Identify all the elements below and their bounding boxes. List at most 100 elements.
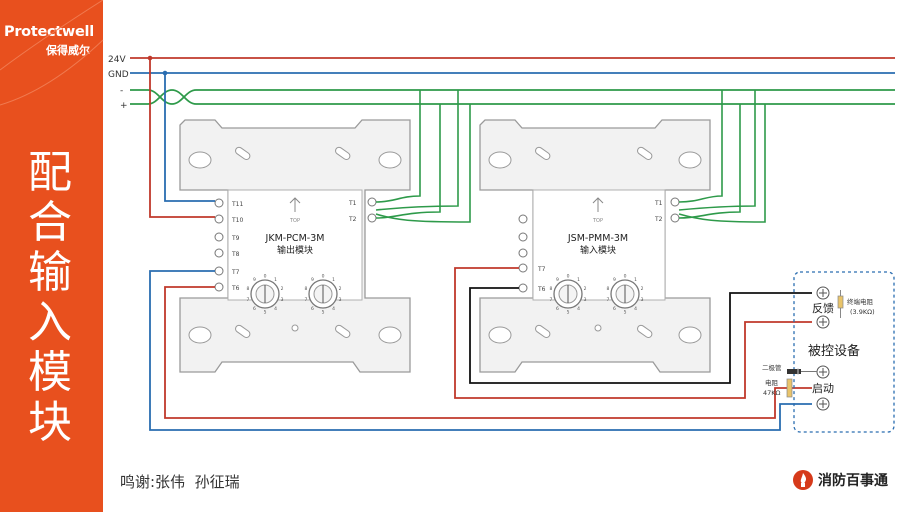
- wire-gnd-T11: [164, 73, 215, 202]
- wire-T1-bus: [678, 90, 756, 211]
- mount-slot: [637, 146, 653, 160]
- terminal-T10[interactable]: T10: [214, 214, 243, 224]
- start-terminal-bottom[interactable]: [816, 397, 830, 411]
- dial-number: 4: [274, 306, 277, 312]
- dial-number: 3: [339, 297, 342, 303]
- terminal-T6[interactable]: T6: [518, 283, 546, 293]
- terminal-T7[interactable]: T7: [214, 266, 240, 276]
- module-model: JSM-PMM-3M: [567, 233, 628, 244]
- dial-number: 7: [246, 297, 249, 303]
- dial-number: 8: [549, 286, 552, 292]
- feedback-terminal-top[interactable]: [816, 286, 830, 300]
- terminal-label: T1: [348, 200, 357, 207]
- terminal-label: T7: [231, 269, 240, 276]
- terminal-label: T10: [231, 217, 243, 224]
- wire-T2-bus: [678, 104, 741, 219]
- dial-number: 2: [281, 286, 284, 292]
- wire-T6-start: [164, 286, 812, 419]
- dial-number: 5: [567, 310, 570, 316]
- mount-slot: [335, 146, 351, 160]
- dial-number: 0: [567, 274, 570, 280]
- address-dial[interactable]: 0 12 34 5 67 89: [246, 274, 283, 316]
- feedback-label: 反馈: [812, 302, 834, 315]
- dial-number: 5: [264, 310, 267, 316]
- dial-number: 7: [304, 297, 307, 303]
- credits: 鸣谢:张伟 孙征瑞: [120, 473, 240, 491]
- dial-number: 6: [253, 306, 256, 312]
- feedback-terminal-bottom[interactable]: [816, 315, 830, 329]
- terminal-T11[interactable]: T11: [214, 198, 243, 208]
- dial-number: 6: [311, 306, 314, 312]
- terminal-label: T7: [537, 266, 546, 273]
- terminal-T8[interactable]: T8: [214, 248, 240, 258]
- top-arrow-icon: [592, 197, 604, 204]
- terminal-T9[interactable]: T9: [214, 232, 240, 242]
- terminal-label: T6: [537, 286, 546, 293]
- top-label: TOP: [289, 218, 300, 224]
- terminal-T6[interactable]: T6: [214, 282, 240, 292]
- dial-number: 1: [274, 277, 277, 283]
- dial-number: 3: [281, 297, 284, 303]
- bus-label-minus: -: [120, 86, 123, 96]
- terminal-label: T2: [654, 216, 663, 223]
- mount-hole: [188, 151, 212, 169]
- top-arrow-icon: [289, 197, 301, 204]
- diode-icon: [787, 369, 801, 374]
- wire-T2-bus: [375, 104, 471, 223]
- dial-number: 5: [322, 310, 325, 316]
- resistor-value: 47KΩ: [763, 389, 781, 397]
- resistor-label: 电阻: [765, 378, 779, 387]
- fire-logo-icon: [793, 470, 813, 490]
- mount-hole: [678, 151, 702, 169]
- dial-number: 8: [606, 286, 609, 292]
- dial-number: 0: [322, 274, 325, 280]
- brand-logo-cn: 保得威尔: [46, 44, 90, 57]
- dial-number: 0: [264, 274, 267, 280]
- dial-number: 7: [549, 297, 552, 303]
- mount-slot: [235, 324, 251, 338]
- dial-number: 0: [624, 274, 627, 280]
- dial-number: 2: [339, 286, 342, 292]
- dial-number: 2: [641, 286, 644, 292]
- mount-slot: [235, 146, 251, 160]
- decor-arc: [0, 0, 104, 71]
- terminal-label: T11: [231, 201, 243, 208]
- terminal-label: T2: [348, 216, 357, 223]
- start-terminal-top[interactable]: [816, 365, 830, 379]
- terminal-T7[interactable]: T7: [518, 263, 546, 273]
- dial-number: 1: [577, 277, 580, 283]
- terminal-T1[interactable]: T1: [348, 197, 377, 207]
- module-name: 输入模块: [580, 244, 616, 256]
- slide-title: 配合输入模块: [28, 147, 72, 448]
- eol-resistor-icon: [837, 295, 844, 309]
- diode-label: 二极管: [762, 363, 782, 372]
- dial-number: 7: [606, 297, 609, 303]
- dial-number: 6: [613, 306, 616, 312]
- wire-T7-feedback: [454, 267, 812, 399]
- dial-number: 9: [253, 277, 256, 283]
- module-model: JKM-PCM-3M: [265, 233, 325, 244]
- wire-T2-bus: [678, 104, 766, 223]
- wire-T1-bus: [375, 90, 421, 203]
- terminal-T1[interactable]: T1: [654, 197, 680, 207]
- terminal-unused: [518, 232, 528, 242]
- dial-number: 6: [556, 306, 559, 312]
- terminal-unused: [518, 248, 528, 258]
- bus-label-gnd: GND: [108, 70, 129, 80]
- dial-number: 8: [246, 286, 249, 292]
- dial-number: 4: [332, 306, 335, 312]
- controlled-device-box: [793, 271, 895, 433]
- dial-numbers: 0 12 34 5 67 89: [246, 274, 283, 316]
- dial-number: 5: [624, 310, 627, 316]
- mount-slot: [535, 324, 551, 338]
- dial-number: 1: [634, 277, 637, 283]
- wire-T2-bus: [375, 104, 441, 219]
- dial-number: 3: [584, 297, 587, 303]
- wire-T1-bus: [678, 90, 723, 203]
- terminal-T2[interactable]: T2: [654, 213, 680, 223]
